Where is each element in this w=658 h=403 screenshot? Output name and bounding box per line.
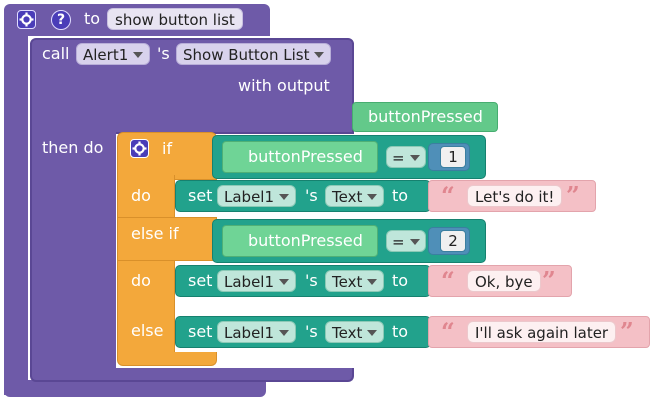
condition-variable-2[interactable] <box>222 225 378 257</box>
mutator-gear-icon[interactable] <box>130 139 149 158</box>
chevron-down-icon <box>279 194 290 200</box>
set-component-3-label: Label1 <box>224 324 275 342</box>
chevron-down-icon <box>279 279 290 285</box>
set-property-dropdown-3[interactable]: Text <box>325 321 385 343</box>
set-label-2: set <box>188 271 213 290</box>
chevron-down-icon <box>133 52 144 58</box>
method-dropdown[interactable]: Show Button List <box>176 43 332 65</box>
text-value-1[interactable]: Let's do it! <box>467 185 563 207</box>
do-label-2: do <box>131 271 151 290</box>
operator-dropdown-1-label: = <box>392 149 405 167</box>
number-value-2[interactable]: 2 <box>440 230 466 252</box>
operator-dropdown-1[interactable]: = <box>386 146 426 168</box>
call-inner-fill <box>32 128 116 140</box>
set-component-dropdown-2[interactable]: Label1 <box>217 270 297 292</box>
operator-dropdown-2-label: = <box>392 233 405 251</box>
method-dropdown-label: Show Button List <box>183 46 310 64</box>
set-property-dropdown-2[interactable]: Text <box>325 270 385 292</box>
else-label: else <box>131 321 164 340</box>
call-block-body <box>30 130 116 370</box>
do-label-1: do <box>131 186 151 205</box>
set-possessive-3: 's <box>305 322 318 341</box>
set-property-1-label: Text <box>332 188 363 206</box>
chevron-down-icon <box>367 330 378 336</box>
text-value-2[interactable]: Ok, bye <box>467 270 541 292</box>
chevron-down-icon <box>367 194 378 200</box>
set-possessive-2: 's <box>305 271 318 290</box>
output-param-label: buttonPressed <box>368 107 483 126</box>
chevron-down-icon <box>409 155 420 161</box>
set-component-dropdown-1[interactable]: Label1 <box>217 185 297 207</box>
close-quote-icon: ” <box>542 266 556 295</box>
operator-dropdown-2[interactable]: = <box>386 230 426 252</box>
procedure-footer <box>4 380 266 397</box>
elseif-row <box>117 217 217 261</box>
chevron-down-icon <box>279 330 290 336</box>
close-quote-icon: ” <box>566 181 580 210</box>
if-block-footer <box>117 352 217 366</box>
procedure-body <box>4 30 28 395</box>
set-label-1: set <box>188 186 213 205</box>
output-param-block[interactable] <box>352 102 498 132</box>
component-dropdown-label: Alert1 <box>83 46 129 64</box>
chevron-down-icon <box>367 279 378 285</box>
set-label-3: set <box>188 322 213 341</box>
set-property-3-label: Text <box>332 324 363 342</box>
procedure-name-field[interactable]: show button list <box>107 8 243 30</box>
else-if-label: else if <box>131 224 179 243</box>
set-to-3: to <box>392 322 409 341</box>
set-possessive-1: 's <box>305 186 318 205</box>
text-value-3[interactable]: I'll ask again later <box>467 321 617 343</box>
condition-variable-1[interactable] <box>222 141 378 173</box>
chevron-down-icon <box>314 52 325 58</box>
if-label: if <box>162 139 173 158</box>
number-value-1[interactable]: 1 <box>440 146 466 168</box>
set-property-2-label: Text <box>332 273 363 291</box>
if-block-left <box>117 175 175 355</box>
question-icon[interactable]: ? <box>51 10 71 30</box>
call-label: call <box>42 44 70 63</box>
close-quote-icon: ” <box>620 317 634 346</box>
set-to-1: to <box>392 186 409 205</box>
open-quote-icon: “ <box>441 317 455 346</box>
open-quote-icon: “ <box>441 266 455 295</box>
open-quote-icon: “ <box>441 181 455 210</box>
condition-variable-1-label: buttonPressed <box>248 147 363 166</box>
component-dropdown[interactable]: Alert1 <box>76 43 151 65</box>
then-do-label: then do <box>42 138 104 157</box>
gear-icon[interactable] <box>17 10 36 29</box>
set-component-dropdown-3[interactable]: Label1 <box>217 321 297 343</box>
call-block-footer <box>30 368 354 382</box>
condition-variable-2-label: buttonPressed <box>248 231 363 250</box>
to-label: to <box>84 9 101 28</box>
set-to-2: to <box>392 271 409 290</box>
chevron-down-icon <box>409 239 420 245</box>
with-output-label: with output <box>238 76 330 95</box>
set-component-1-label: Label1 <box>224 188 275 206</box>
set-component-2-label: Label1 <box>224 273 275 291</box>
set-property-dropdown-1[interactable]: Text <box>325 185 385 207</box>
possessive-label: 's <box>157 44 170 63</box>
